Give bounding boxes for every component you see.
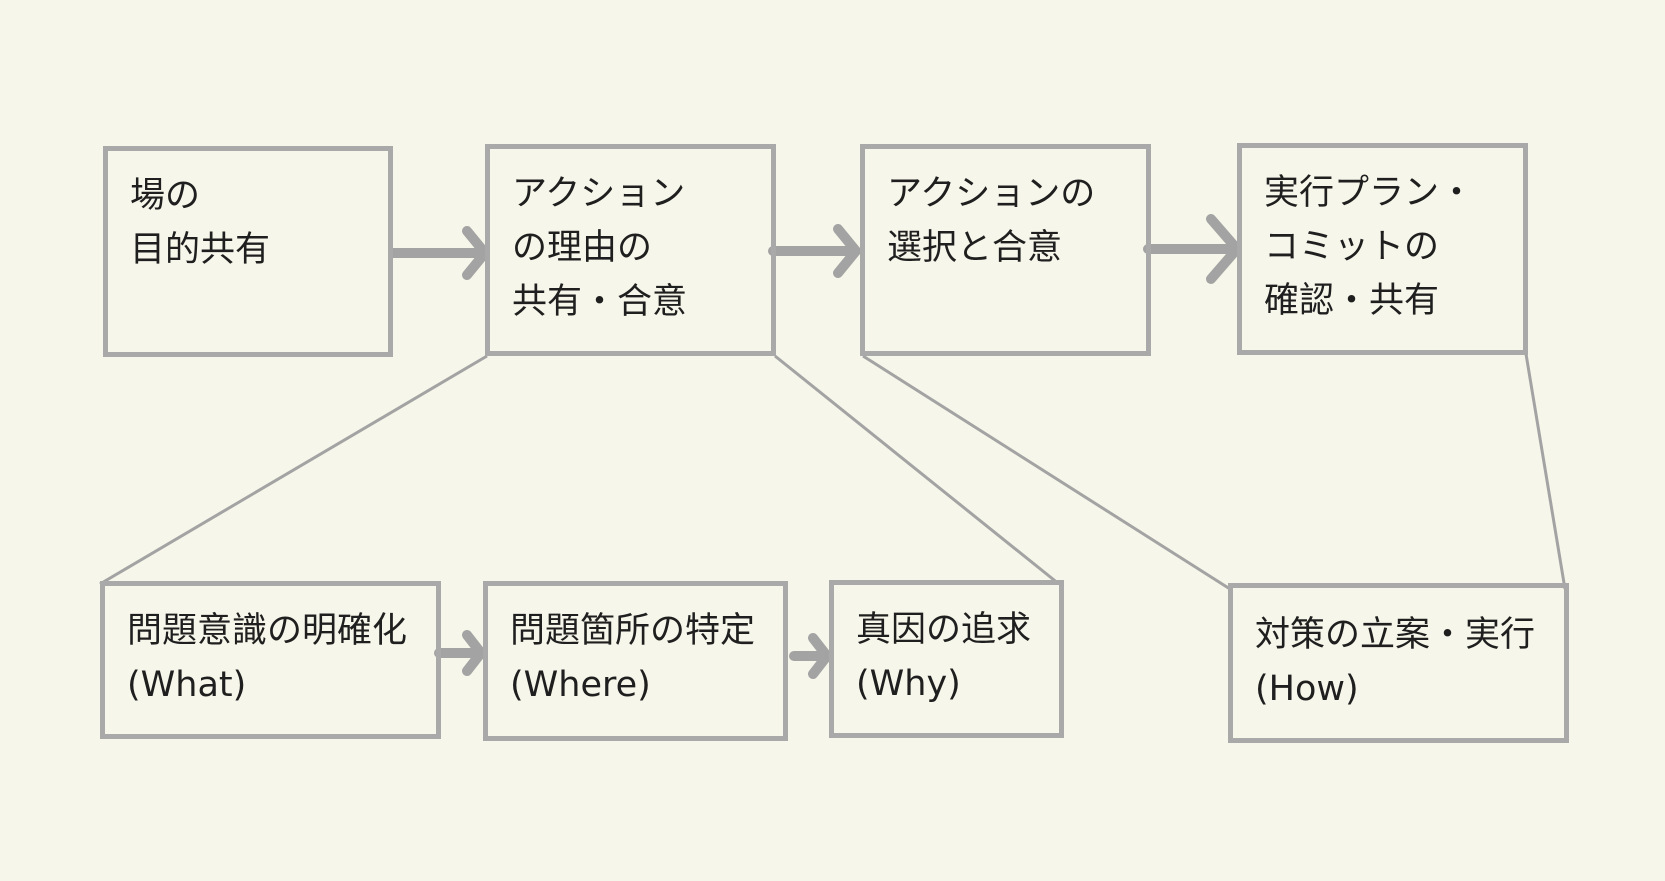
box-text-line: アクション xyxy=(512,174,686,214)
box-text-line: の理由の xyxy=(512,228,653,268)
step-box-action-reason: アクション の理由の 共有・合意 xyxy=(485,144,776,356)
box-text-line: 確認・共有 xyxy=(1264,281,1440,321)
box-text-line: (What) xyxy=(127,665,247,705)
step-box-execution-plan: 実行プラン・ コミットの 確認・共有 xyxy=(1237,143,1528,355)
box-text-line: 問題箇所の特定 xyxy=(510,611,756,651)
box-text-line: 目的共有 xyxy=(130,230,271,270)
box-text-line: 場の xyxy=(130,176,201,216)
box-text-line: 真因の追求 xyxy=(856,610,1032,650)
box-text-line: (How) xyxy=(1255,669,1359,709)
step-box-purpose-sharing: 場の 目的共有 xyxy=(103,146,393,357)
arrow-bottom-1 xyxy=(434,630,486,676)
step-box-action-selection: アクションの 選択と合意 xyxy=(860,144,1151,356)
arrow-top-3 xyxy=(1143,214,1242,284)
expand-line-left xyxy=(862,354,1231,591)
expand-line-right xyxy=(1524,353,1567,590)
box-text-line: 対策の立案・実行 xyxy=(1255,615,1536,655)
arrow-bottom-2 xyxy=(789,633,832,679)
box-text-line: アクションの xyxy=(887,174,1096,214)
expand-line-right xyxy=(774,354,1060,586)
step-box-what: 問題意識の明確化 (What) xyxy=(100,581,441,739)
step-box-where: 問題箇所の特定 (Where) xyxy=(483,581,788,741)
step-box-how: 対策の立案・実行 (How) xyxy=(1228,583,1569,743)
step-box-why: 真因の追求 (Why) xyxy=(829,580,1064,738)
arrow-top-2 xyxy=(768,224,861,278)
box-text-line: 選択と合意 xyxy=(887,228,1063,268)
box-text-line: 実行プラン・ xyxy=(1264,173,1475,213)
box-text-line: (Where) xyxy=(510,665,651,705)
box-text-line: コミットの xyxy=(1264,227,1440,267)
box-text-line: 問題意識の明確化 xyxy=(127,611,408,651)
arrow-top-1 xyxy=(388,226,490,280)
box-text-line: (Why) xyxy=(856,664,961,704)
box-text-line: 共有・合意 xyxy=(512,282,688,322)
expand-line-left xyxy=(99,354,488,586)
